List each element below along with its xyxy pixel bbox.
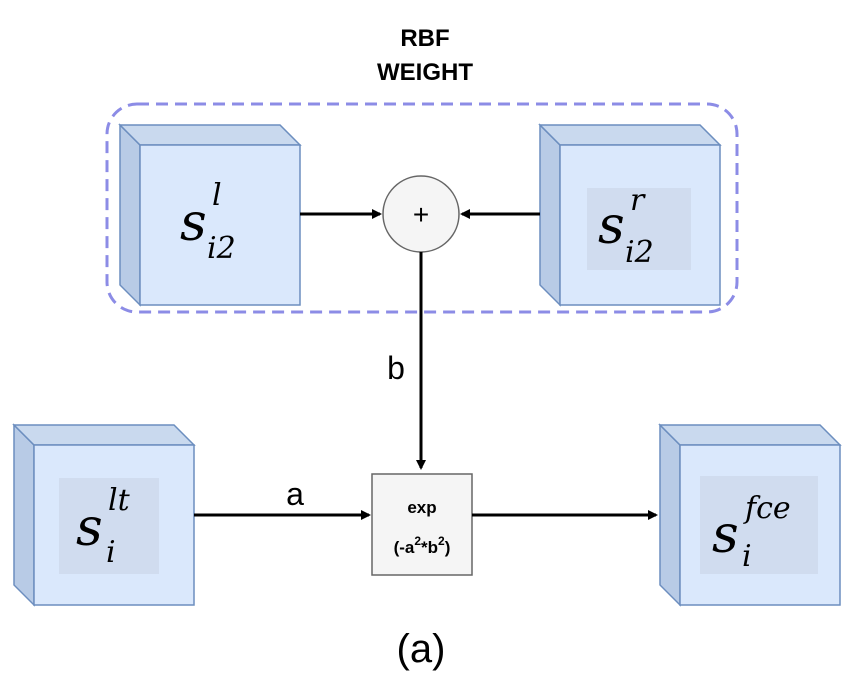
exp-node: exp (-a2*b2) <box>371 473 473 576</box>
s-lt-sub: i <box>106 535 116 570</box>
sum-node: + <box>382 175 460 253</box>
cube-s-l: s l i2 <box>118 123 302 307</box>
cube-s-fce: s fce i <box>658 423 842 607</box>
group-title-line2: WEIGHT <box>377 59 473 86</box>
exp-line2: (-a2*b2) <box>394 534 451 557</box>
edge-label-a: a <box>286 476 304 512</box>
exp-line1: exp <box>407 498 436 517</box>
s-l-sub: i2 <box>207 231 236 266</box>
s-r-main: s <box>598 196 625 256</box>
s-l-main: s <box>180 193 207 253</box>
cube-s-lt: s lt i <box>12 423 196 607</box>
s-lt-sup: lt <box>108 483 131 518</box>
sum-symbol: + <box>413 199 429 230</box>
cube-s-r: s r i2 <box>538 123 722 307</box>
group-title-line1: RBF <box>400 25 449 52</box>
s-lt-main: s <box>76 498 103 558</box>
s-r-sub: i2 <box>625 235 654 270</box>
edge-label-b: b <box>387 350 405 386</box>
s-l-sup: l <box>212 178 222 213</box>
figure-caption: (a) <box>397 627 446 671</box>
s-fce-main: s <box>712 505 739 565</box>
s-fce-sup: fce <box>743 491 791 526</box>
rbf-weight-group <box>105 102 739 314</box>
s-r-sup: r <box>630 183 646 218</box>
s-fce-sub: i <box>742 539 752 574</box>
